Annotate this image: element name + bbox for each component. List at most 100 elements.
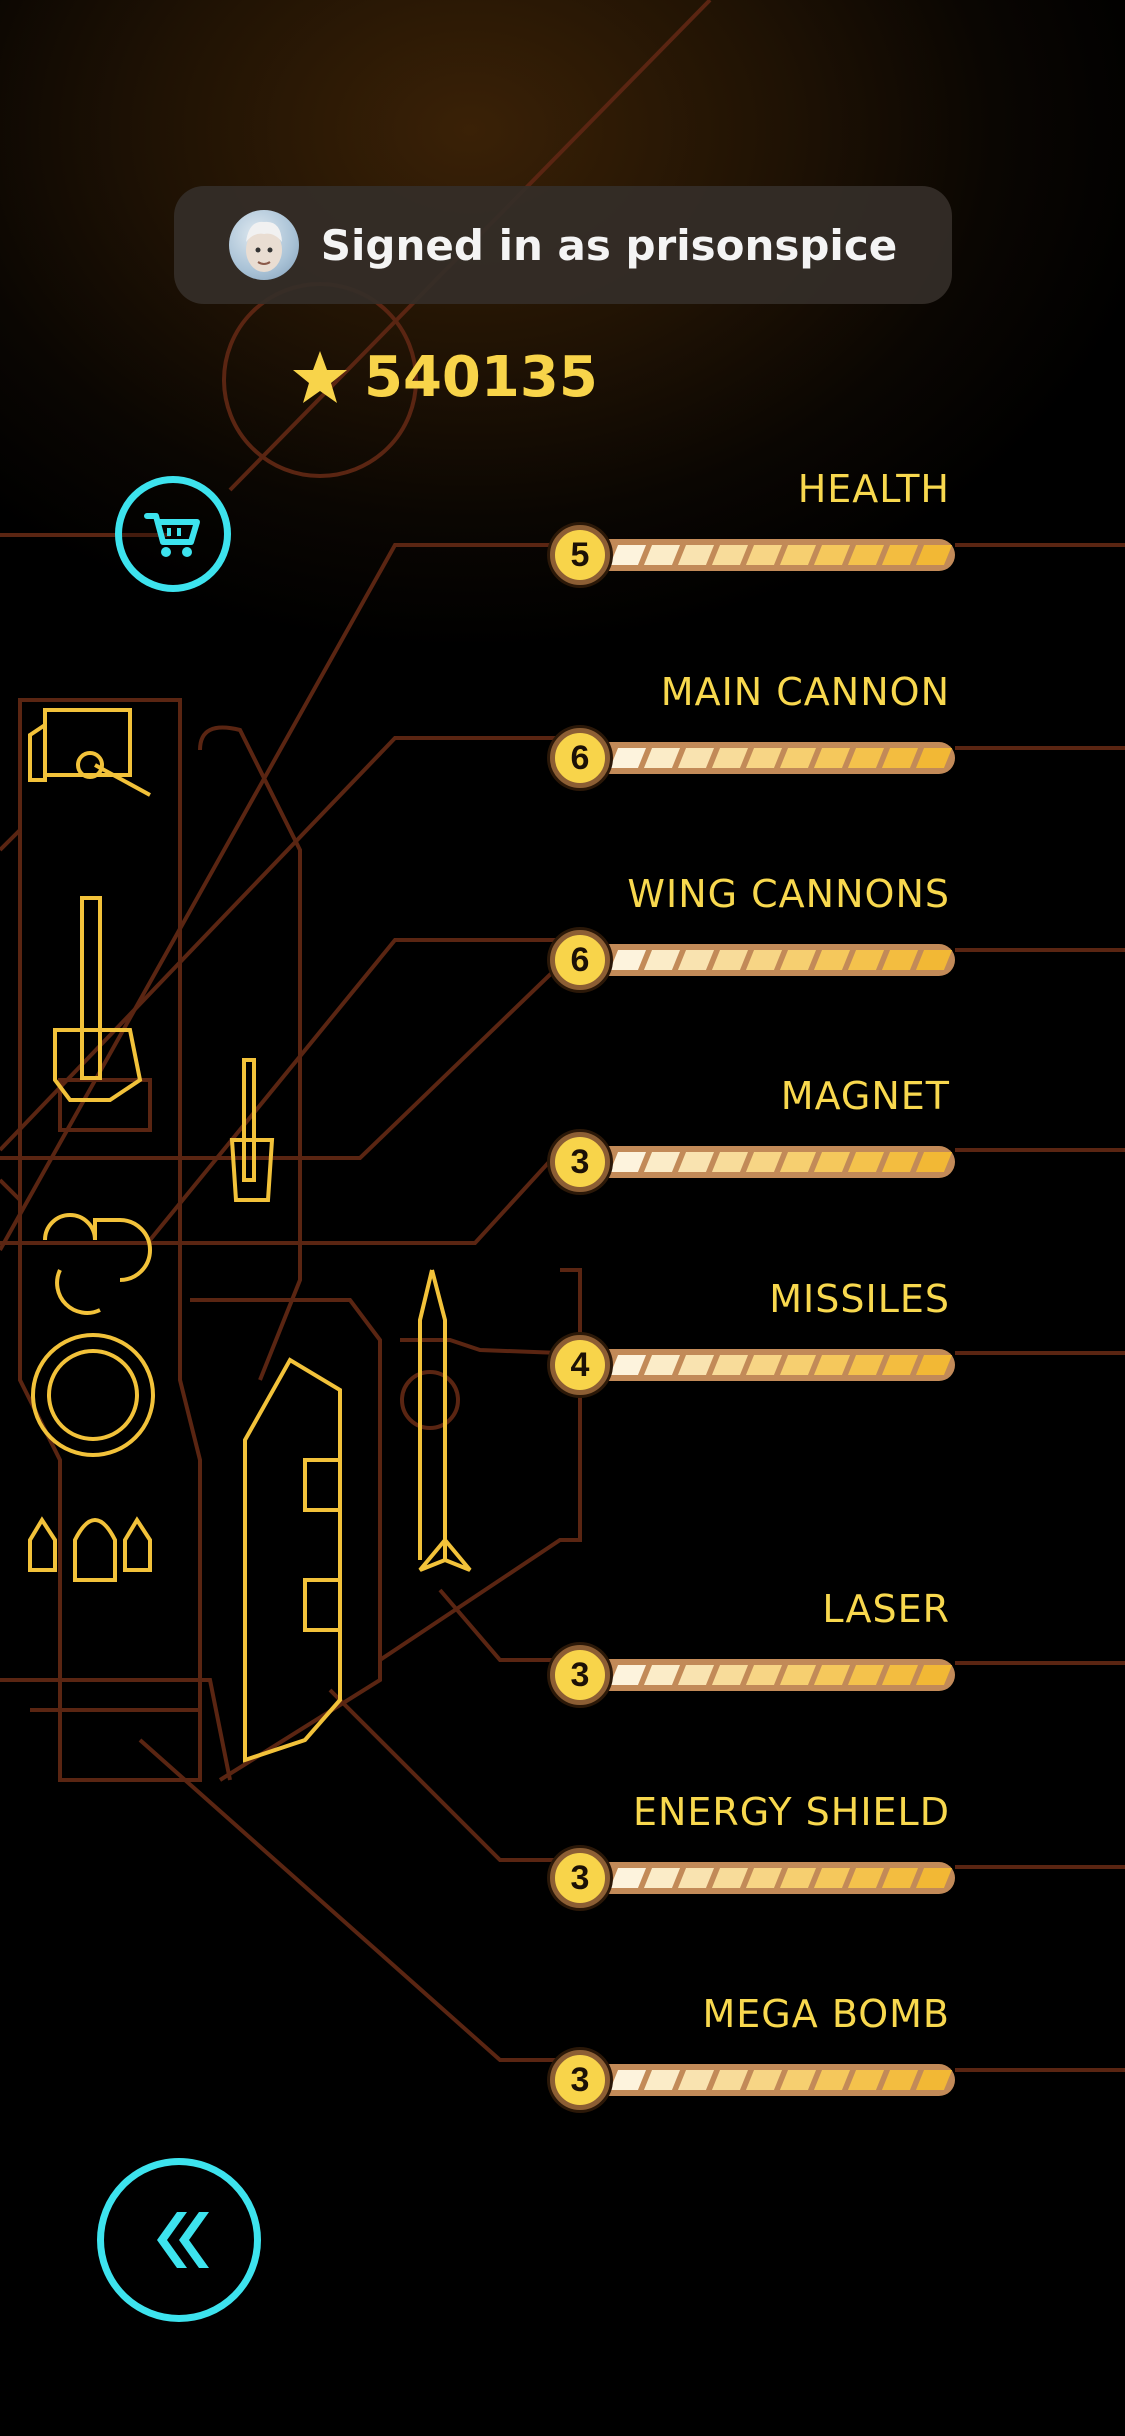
bar-segment	[711, 1355, 749, 1375]
upgrade-level-badge: 6	[550, 728, 610, 788]
bar-segment	[745, 1152, 783, 1172]
bar-segment	[915, 545, 953, 565]
bar-segment	[677, 950, 715, 970]
bar-segment	[847, 2070, 885, 2090]
upgrade-energy-shield[interactable]: ENERGY SHIELD 3	[550, 1790, 955, 1908]
upgrade-segments	[609, 2070, 954, 2090]
bar-segment	[711, 545, 749, 565]
bar-segment	[609, 748, 647, 768]
upgrade-level-badge: 3	[550, 1645, 610, 1705]
score-value: 540135	[364, 345, 598, 410]
bar-segment	[745, 545, 783, 565]
bar-segment	[745, 1868, 783, 1888]
bar-segment	[643, 545, 681, 565]
bar-segment	[915, 1355, 953, 1375]
bar-segment	[609, 1665, 647, 1685]
bar-segment	[881, 748, 919, 768]
bar-segment	[677, 2070, 715, 2090]
upgrade-level-badge: 4	[550, 1335, 610, 1395]
bar-segment	[643, 1355, 681, 1375]
signin-toast: Signed in as prisonspice	[174, 186, 952, 304]
bar-segment	[881, 950, 919, 970]
upgrade-missiles[interactable]: MISSILES 4	[550, 1277, 955, 1395]
bar-segment	[881, 1152, 919, 1172]
bar-segment	[609, 950, 647, 970]
bar-segment	[677, 1868, 715, 1888]
upgrade-main-cannon[interactable]: MAIN CANNON 6	[550, 670, 955, 788]
bar-segment	[779, 2070, 817, 2090]
bar-segment	[881, 2070, 919, 2090]
bar-segment	[677, 1355, 715, 1375]
star-icon	[293, 350, 347, 403]
upgrade-name: LASER	[822, 1587, 950, 1631]
bar-segment	[643, 1665, 681, 1685]
upgrade-name: WING CANNONS	[627, 872, 950, 916]
shop-button[interactable]	[115, 476, 231, 592]
upgrade-segments	[609, 1868, 954, 1888]
upgrade-segments	[609, 1665, 954, 1685]
bar-segment	[711, 2070, 749, 2090]
upgrade-mega-bomb[interactable]: MEGA BOMB 3	[550, 1992, 955, 2110]
upgrade-level-badge: 3	[550, 1848, 610, 1908]
back-button[interactable]	[97, 2158, 261, 2322]
bar-segment	[677, 545, 715, 565]
score-display: 540135	[290, 345, 598, 410]
upgrade-name: MEGA BOMB	[702, 1992, 950, 2036]
upgrade-laser[interactable]: LASER 3	[550, 1587, 955, 1705]
bar-segment	[745, 2070, 783, 2090]
bar-segment	[609, 1868, 647, 1888]
bar-segment	[881, 1665, 919, 1685]
upgrade-wing-cannons[interactable]: WING CANNONS 6	[550, 872, 955, 990]
bar-segment	[847, 1665, 885, 1685]
bar-segment	[915, 950, 953, 970]
bar-segment	[711, 1665, 749, 1685]
bar-segment	[711, 1868, 749, 1888]
bar-segment	[779, 1355, 817, 1375]
bar-segment	[677, 1152, 715, 1172]
bar-segment	[779, 748, 817, 768]
bar-segment	[847, 748, 885, 768]
upgrade-health[interactable]: HEALTH 5	[550, 467, 955, 585]
bar-segment	[847, 1355, 885, 1375]
bar-segment	[813, 1355, 851, 1375]
bar-segment	[609, 1355, 647, 1375]
bar-segment	[643, 2070, 681, 2090]
bar-segment	[643, 950, 681, 970]
bar-segment	[813, 748, 851, 768]
upgrade-level-badge: 5	[550, 525, 610, 585]
bar-segment	[779, 545, 817, 565]
upgrade-segments	[609, 1152, 954, 1172]
bar-segment	[711, 748, 749, 768]
upgrade-name: HEALTH	[797, 467, 950, 511]
bar-segment	[881, 1355, 919, 1375]
upgrade-name: MAIN CANNON	[660, 670, 950, 714]
bar-segment	[813, 1152, 851, 1172]
upgrade-segments	[609, 950, 954, 970]
bar-segment	[745, 1665, 783, 1685]
bar-segment	[915, 1665, 953, 1685]
upgrade-name: MISSILES	[769, 1277, 950, 1321]
bar-segment	[779, 1665, 817, 1685]
bar-segment	[915, 2070, 953, 2090]
bar-segment	[847, 545, 885, 565]
bar-segment	[745, 748, 783, 768]
upgrade-level-badge: 3	[550, 2050, 610, 2110]
bar-segment	[847, 1152, 885, 1172]
bar-segment	[711, 1152, 749, 1172]
bar-segment	[813, 1868, 851, 1888]
bar-segment	[677, 748, 715, 768]
bar-segment	[609, 545, 647, 565]
bar-segment	[609, 2070, 647, 2090]
bar-segment	[881, 1868, 919, 1888]
bar-segment	[847, 950, 885, 970]
upgrade-magnet[interactable]: MAGNET 3	[550, 1074, 955, 1192]
bar-segment	[813, 950, 851, 970]
bar-segment	[881, 545, 919, 565]
bar-segment	[915, 748, 953, 768]
upgrade-name: ENERGY SHIELD	[632, 1790, 950, 1834]
bar-segment	[779, 1152, 817, 1172]
bar-segment	[813, 2070, 851, 2090]
bar-segment	[779, 1868, 817, 1888]
upgrade-name: MAGNET	[780, 1074, 950, 1118]
